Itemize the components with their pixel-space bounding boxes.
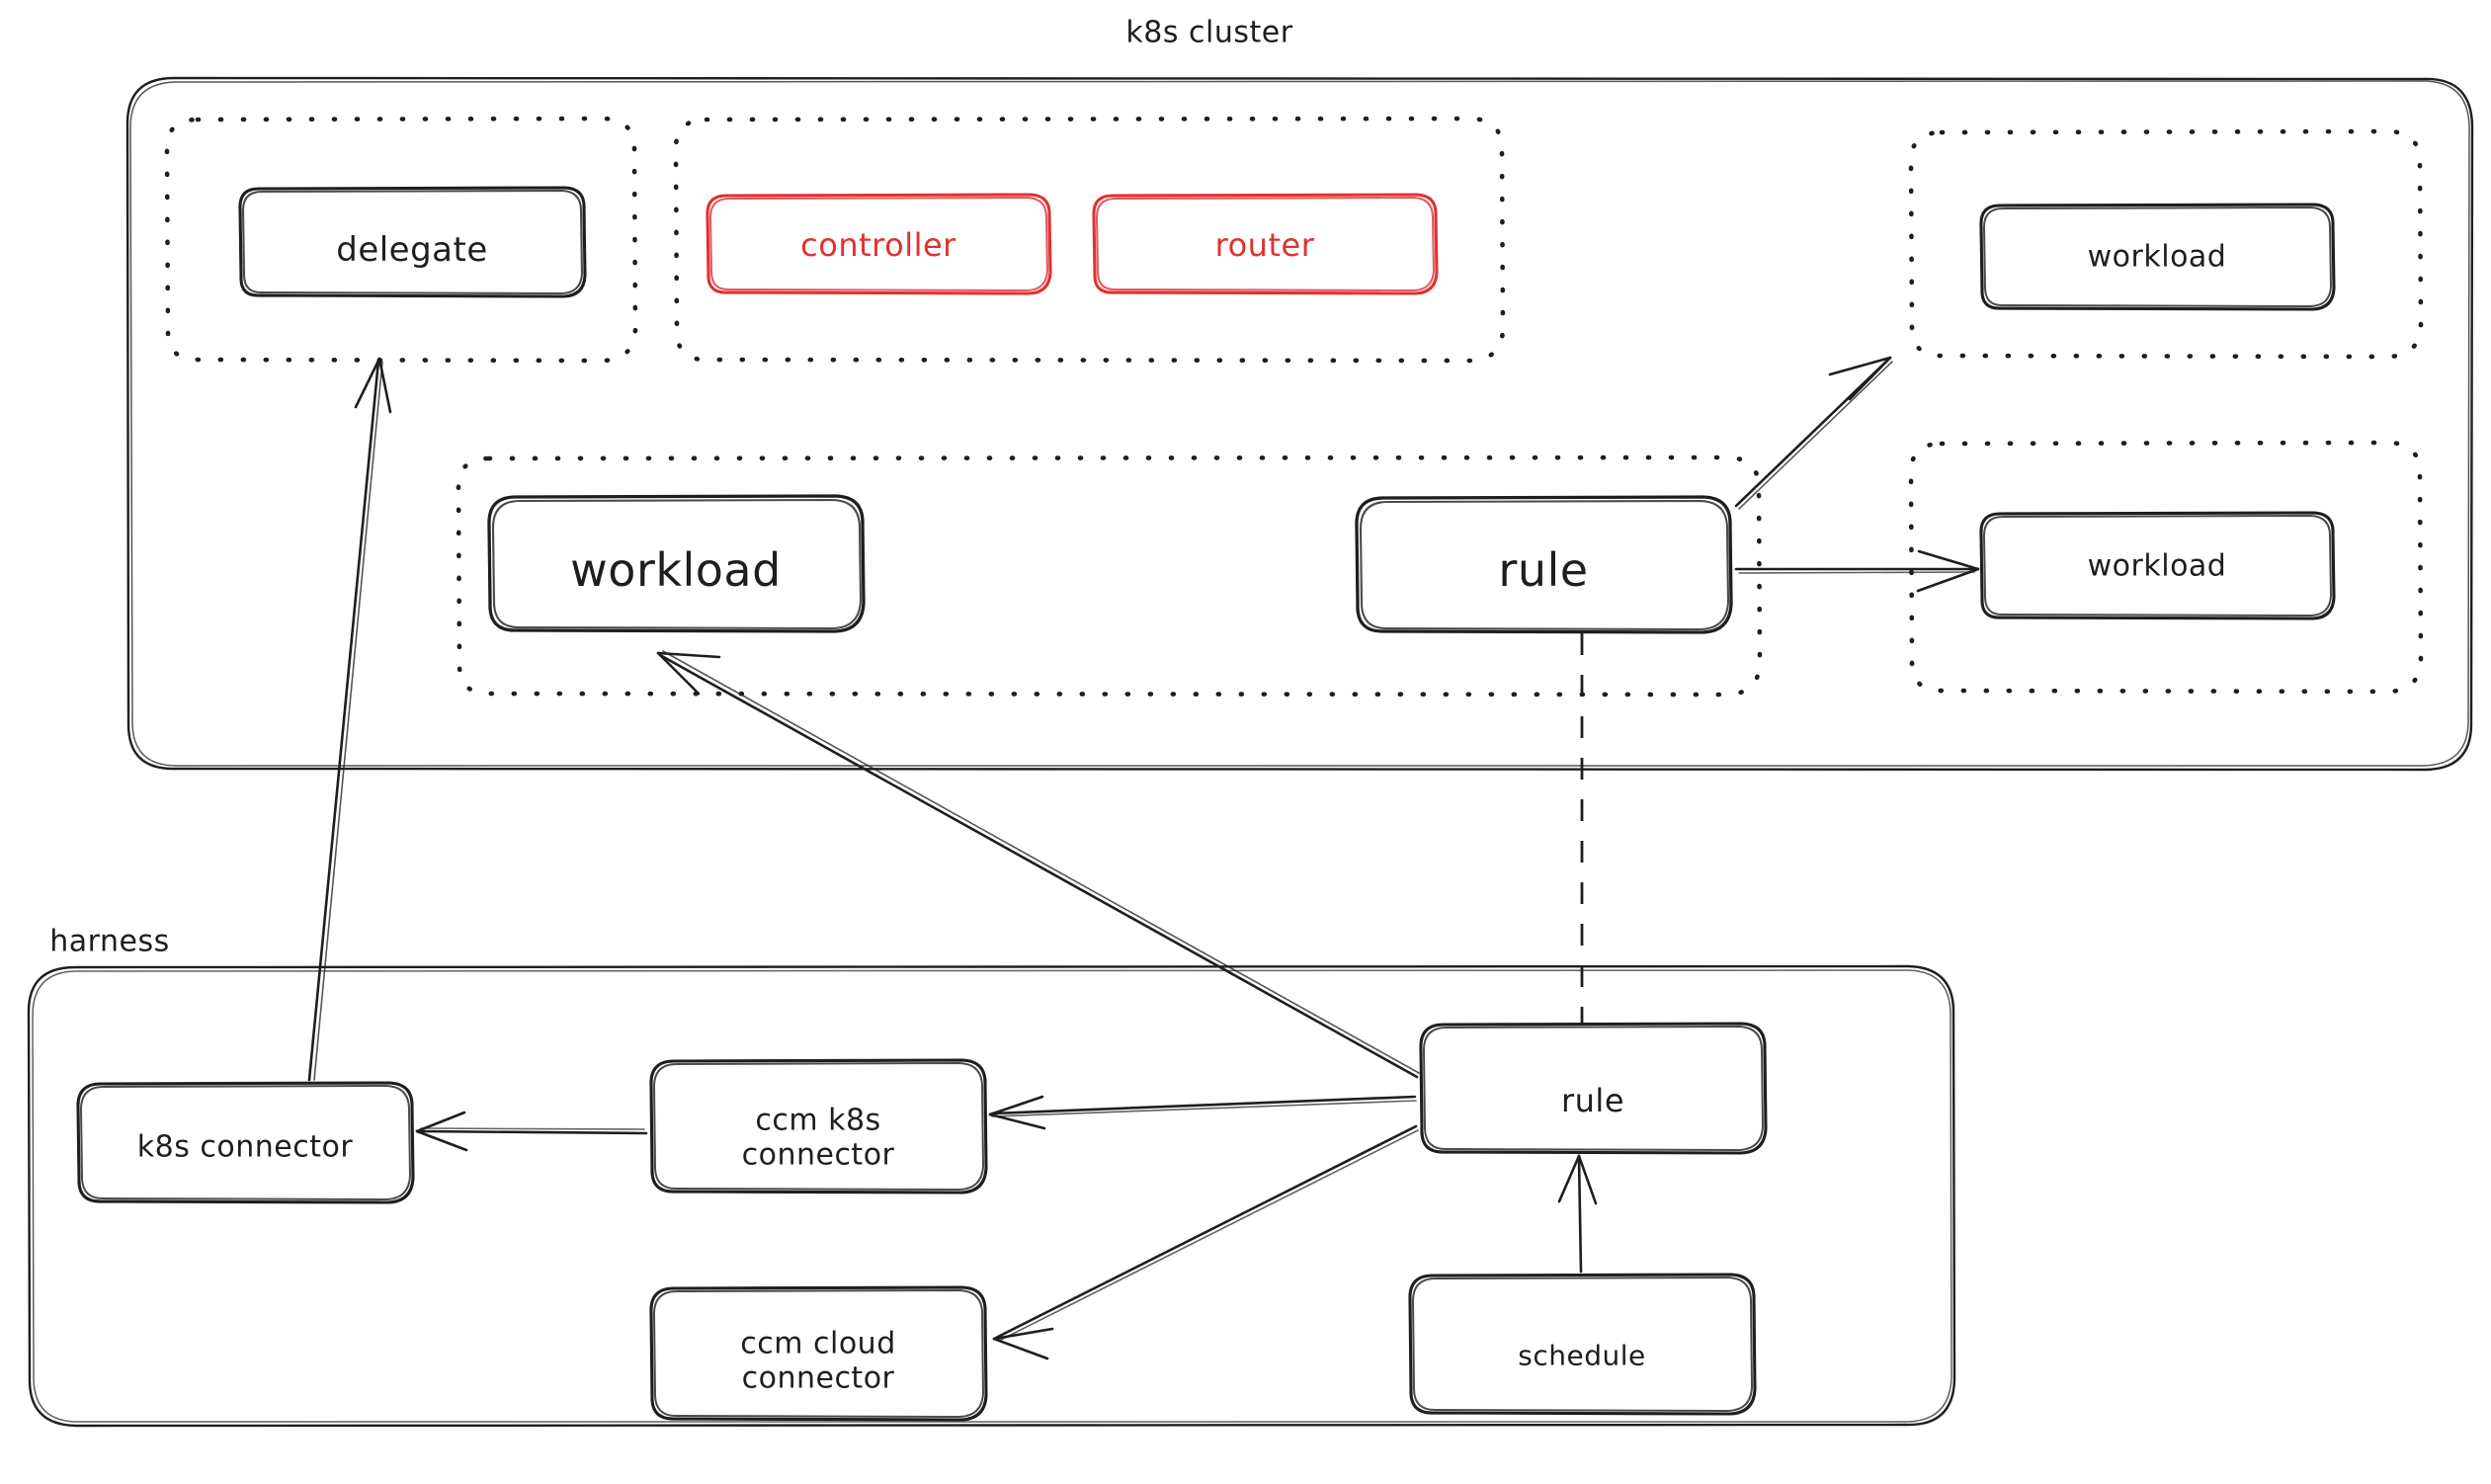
node-router[interactable] [1092, 193, 1439, 295]
edge-rule-harness-to-workload-main [656, 650, 1420, 1079]
node-rule-harness[interactable] [1419, 1022, 1768, 1155]
node-k8s-connector[interactable] [76, 1081, 415, 1204]
edge-schedule-to-rule-harness [1557, 1154, 1598, 1274]
node-controller[interactable] [706, 193, 1052, 295]
node-ccm-k8s-connector[interactable] [649, 1058, 988, 1195]
edge-k8sconnector-to-delegate [307, 357, 392, 1082]
node-schedule[interactable] [1408, 1273, 1757, 1416]
edge-ccm-k8s-to-k8s-connector [415, 1111, 648, 1152]
group-controller-router-pod [673, 116, 1506, 364]
node-workload-bottom[interactable] [1979, 511, 2336, 620]
group-harness [27, 964, 1956, 1428]
edge-rule-harness-to-ccm-k8s [988, 1095, 1417, 1130]
group-workload-rule-namespace [456, 454, 1763, 698]
edge-rule-to-workload-top [1734, 356, 1893, 510]
node-rule-cluster[interactable] [1355, 495, 1733, 634]
group-k8s-cluster [125, 76, 2474, 772]
edge-rule-to-workload-bottom [1734, 549, 1980, 593]
node-delegate[interactable] [238, 186, 587, 298]
node-ccm-cloud-connector[interactable] [649, 1285, 988, 1422]
node-workload-main[interactable] [487, 494, 866, 633]
node-workload-top[interactable] [1979, 203, 2336, 311]
edge-rule-harness-to-ccm-cloud [992, 1124, 1419, 1360]
